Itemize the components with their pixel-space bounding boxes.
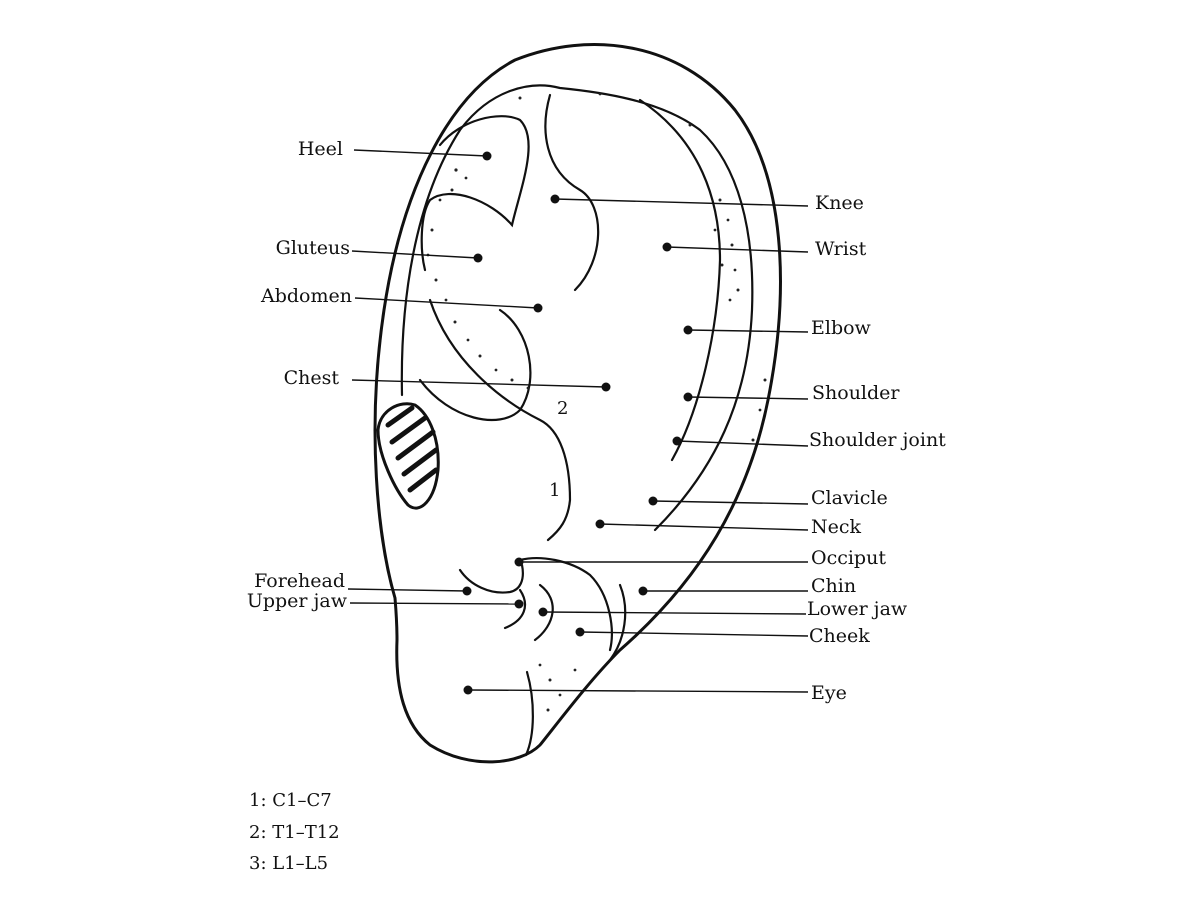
point-wrist — [662, 242, 672, 252]
ear-stippling — [426, 92, 767, 712]
marker-2: 2 — [557, 398, 568, 419]
leader-knee — [554, 198, 809, 207]
leader-shoulder-joint — [676, 440, 809, 447]
point-chin — [638, 586, 648, 596]
leader-gluteus — [351, 250, 479, 259]
ear-antitragus-line — [518, 557, 613, 652]
ear-drawing — [373, 43, 782, 764]
ear-inner-helix — [400, 84, 754, 532]
ear-antihelix-body — [428, 298, 572, 542]
label-neck: Neck — [811, 516, 862, 538]
ear-scapha-line — [638, 98, 722, 462]
point-occiput — [514, 557, 524, 567]
point-forehead — [462, 586, 472, 596]
label-occiput: Occiput — [811, 547, 886, 569]
label-heel: Heel — [298, 138, 343, 160]
label-lower-jaw: Lower jaw — [807, 598, 908, 620]
point-lower-jaw — [538, 607, 548, 617]
leader-shoulder — [687, 396, 809, 400]
legend-item-1: 1: C1–C7 — [249, 790, 332, 811]
label-chest: Chest — [284, 367, 340, 389]
labels-left: Heel Gluteus Abdomen Chest Forehead Uppe… — [247, 138, 352, 612]
point-heel — [482, 151, 492, 161]
point-elbow — [683, 325, 693, 335]
legend-item-3: 3: L1–L5 — [249, 853, 328, 874]
leader-heel — [353, 149, 488, 157]
leader-lower-jaw — [542, 611, 807, 615]
label-clavicle: Clavicle — [811, 487, 888, 509]
leader-upper-jaw — [349, 602, 520, 605]
ear-jaw-arc-2 — [503, 588, 527, 630]
ear-antihelix-ridge — [544, 93, 600, 292]
ear-antihelix-crus — [420, 115, 530, 272]
leader-forehead — [347, 588, 468, 592]
label-shoulder-joint: Shoulder joint — [809, 429, 946, 451]
label-cheek: Cheek — [809, 625, 870, 647]
ear-lobe-notch — [524, 670, 534, 757]
leader-cheek — [579, 631, 809, 637]
leader-abdomen — [354, 297, 539, 309]
label-chin: Chin — [811, 575, 856, 597]
leader-wrist — [666, 246, 809, 253]
legend: 1: C1–C7 2: T1–T12 3: L1–L5 — [249, 790, 340, 874]
point-clavicle — [648, 496, 658, 506]
point-shoulder — [683, 392, 693, 402]
point-neck — [595, 519, 605, 529]
point-eye — [463, 685, 473, 695]
point-knee — [550, 194, 560, 204]
leader-clavicle — [652, 500, 809, 505]
marker-1: 1 — [549, 480, 560, 501]
label-knee: Knee — [815, 192, 864, 214]
ear-chin-arc — [608, 583, 627, 662]
ear-concha-curve — [418, 308, 532, 422]
label-abdomen: Abdomen — [260, 285, 352, 307]
point-gluteus — [473, 253, 483, 263]
label-forehead: Forehead — [254, 570, 345, 592]
point-shoulder-joint — [672, 436, 682, 446]
label-gluteus: Gluteus — [276, 237, 350, 259]
label-wrist: Wrist — [815, 238, 867, 260]
label-shoulder: Shoulder — [812, 382, 900, 404]
ear-outer-rim — [373, 43, 782, 764]
point-cheek — [575, 627, 585, 637]
leader-chest — [351, 379, 607, 388]
label-elbow: Elbow — [811, 317, 872, 339]
point-abdomen — [533, 303, 543, 313]
point-upper-jaw — [514, 599, 524, 609]
labels-right: Knee Wrist Elbow Shoulder Shoulder joint… — [807, 192, 946, 704]
label-upper-jaw: Upper jaw — [247, 590, 348, 612]
ear-tragus — [458, 563, 524, 594]
leader-elbow — [687, 329, 809, 333]
point-chest — [601, 382, 611, 392]
legend-item-2: 2: T1–T12 — [249, 822, 340, 843]
label-eye: Eye — [811, 682, 847, 704]
leader-eye — [467, 689, 809, 693]
leader-lines — [347, 149, 809, 695]
vertebra-markers: 1 2 — [549, 398, 568, 501]
leader-neck — [599, 523, 809, 531]
ear-hatching — [385, 405, 439, 493]
